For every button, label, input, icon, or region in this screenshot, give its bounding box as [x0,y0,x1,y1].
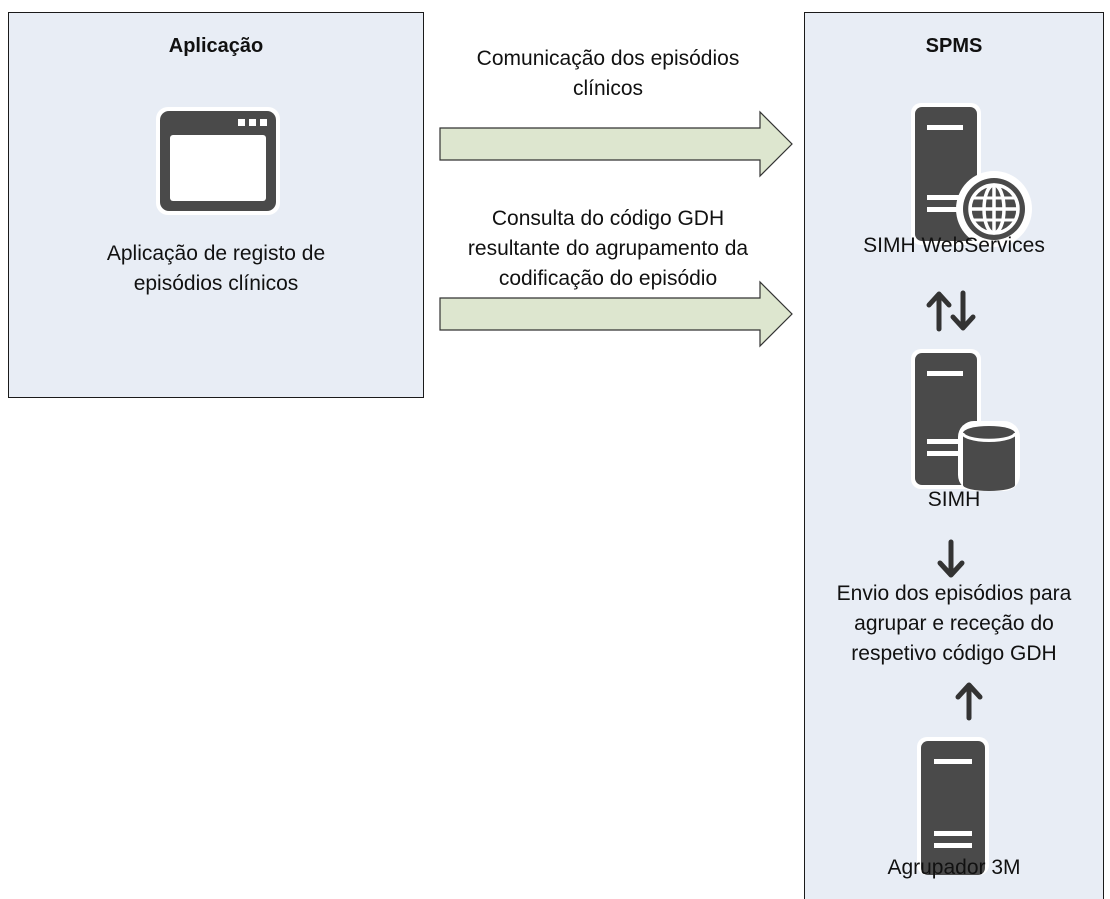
application-panel: Aplicação Aplicação de registo de episód… [8,12,424,398]
grouper-server-icon [917,737,989,875]
bidirectional-arrows-icon [926,290,976,332]
grouping-exchange-label: Envio dos episódios para agrupar e receç… [836,582,1072,665]
down-arrow-icon [937,539,965,578]
grouper-label: Agrupador 3M [887,856,1021,879]
web-server-icon [911,103,1032,247]
spms-title: SPMS [925,35,983,57]
query-flow-label: Consulta do código GDH resultante do agr… [467,207,749,290]
browser-window-icon [156,107,280,215]
spms-panel: SPMS SIMH WebServices [804,12,1104,899]
communication-arrow [439,110,793,178]
query-arrow [439,280,793,348]
webservices-label: SIMH WebServices [863,234,1045,257]
database-server-icon [911,349,1020,491]
simh-label: SIMH [927,488,981,511]
up-arrow-icon [955,682,983,721]
application-description: Aplicação de registo de episódios clínic… [106,242,326,295]
application-title: Aplicação [168,35,264,57]
communication-flow-label: Comunicação dos episódios clínicos [476,47,740,100]
